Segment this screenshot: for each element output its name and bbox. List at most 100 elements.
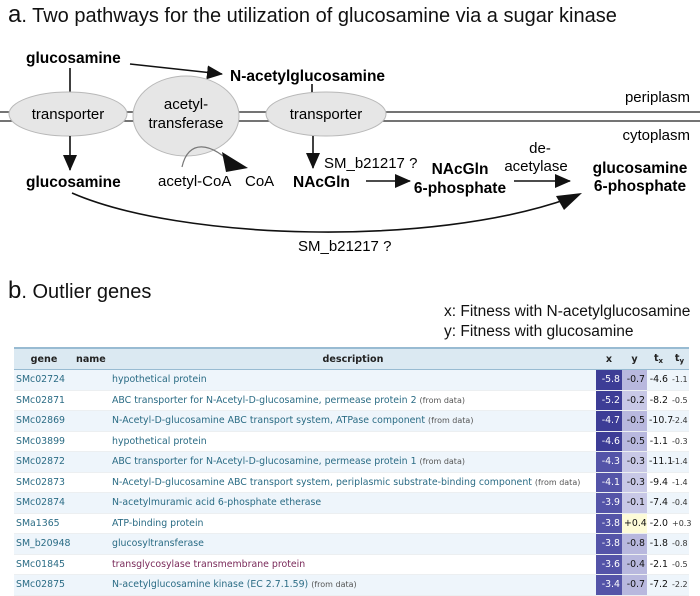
long-arrowhead <box>556 193 582 210</box>
header-description[interactable]: description <box>110 347 596 370</box>
header-gene[interactable]: gene <box>14 347 74 370</box>
description-link[interactable]: glucosyltransferase <box>112 538 204 550</box>
gene-link[interactable]: SMc02724 <box>16 374 66 386</box>
gene-link[interactable]: SM_b20948 <box>16 538 71 550</box>
name-cell <box>74 390 110 411</box>
x-fitness-cell[interactable]: -3.8 <box>596 533 622 555</box>
label-sm-b21217-upper: SM_b21217 ? <box>324 155 417 172</box>
from-data-note: (from data) <box>419 395 465 405</box>
x-fitness-cell[interactable]: -3.4 <box>596 574 622 596</box>
gene-link[interactable]: SMc01845 <box>16 558 66 570</box>
table-row: SMc02875 N-acetylglucosamine kinase (EC 2… <box>14 574 689 596</box>
x-fitness-cell[interactable]: -5.2 <box>596 390 622 411</box>
x-fitness-cell[interactable]: -3.9 <box>596 492 622 514</box>
tx-cell: -4.6 <box>647 369 670 391</box>
header-name[interactable]: name <box>74 347 110 370</box>
x-fitness-cell[interactable]: -4.3 <box>596 451 622 473</box>
y-fitness-cell[interactable]: -0.5 <box>622 410 647 432</box>
name-cell <box>74 513 110 534</box>
y-fitness-cell[interactable]: -0.3 <box>622 472 647 493</box>
tx-cell: -1.8 <box>647 533 670 555</box>
gene-link[interactable]: SMa1365 <box>16 517 60 529</box>
gene-link[interactable]: SMc02869 <box>16 415 66 427</box>
gene-cell: SMc02875 <box>14 574 74 596</box>
label-glucosamine-bottom: glucosamine <box>26 174 121 191</box>
label-acetylase: acetylase <box>504 158 567 175</box>
description-link[interactable]: N-Acetyl-D-glucosamine ABC transport sys… <box>112 415 426 427</box>
gene-cell: SMc02874 <box>14 492 74 514</box>
x-fitness-cell[interactable]: -5.8 <box>596 369 622 391</box>
x-fitness-cell[interactable]: -3.6 <box>596 554 622 575</box>
gene-cell: SMc03899 <box>14 431 74 452</box>
gene-link[interactable]: SMc03899 <box>16 435 66 447</box>
x-fitness-cell[interactable]: -4.1 <box>596 472 622 493</box>
description-link[interactable]: hypothetical protein <box>112 374 207 386</box>
description-link[interactable]: N-acetylmuramic acid 6-phosphate etheras… <box>112 497 322 509</box>
y-fitness-cell[interactable]: -0.8 <box>622 533 647 555</box>
description-link[interactable]: ATP-binding protein <box>112 517 204 529</box>
y-fitness-cell[interactable]: -0.2 <box>622 390 647 411</box>
description-link[interactable]: transglycosylase transmembrane protein <box>112 558 306 570</box>
description-link[interactable]: N-Acetyl-D-glucosamine ABC transport sys… <box>112 476 532 488</box>
xy-legend: x: Fitness with N-acetylglucosamine y: F… <box>444 302 690 342</box>
tx-cell: -7.2 <box>647 574 670 596</box>
y-fitness-cell[interactable]: -0.3 <box>622 451 647 473</box>
pathway-diagram: glucosamine N-acetylglucosamine transpor… <box>0 50 700 255</box>
name-cell <box>74 574 110 596</box>
ty-cell: -0.3 <box>670 431 689 452</box>
x-legend: x: Fitness with N-acetylglucosamine <box>444 303 691 320</box>
panel-a-title: a. Two pathways for the utilization of g… <box>8 1 617 29</box>
ty-cell: -1.4 <box>670 451 689 473</box>
from-data-note: (from data) <box>419 457 465 467</box>
y-fitness-cell[interactable]: +0.4 <box>622 513 647 534</box>
header-y[interactable]: y <box>622 347 647 370</box>
gene-link[interactable]: SMc02872 <box>16 456 66 468</box>
description-link[interactable]: hypothetical protein <box>112 435 207 447</box>
x-fitness-cell[interactable]: -4.6 <box>596 431 622 452</box>
y-fitness-cell[interactable]: -0.7 <box>622 369 647 391</box>
name-cell <box>74 492 110 514</box>
name-cell <box>74 369 110 391</box>
panel-b-letter: b <box>8 277 22 304</box>
gene-link[interactable]: SMc02873 <box>16 476 66 488</box>
gene-link[interactable]: SMc02871 <box>16 394 66 406</box>
table-row: SMc01845 transglycosylase transmembrane p… <box>14 554 689 575</box>
y-fitness-cell[interactable]: -0.1 <box>622 492 647 514</box>
label-nacetylglucosamine: N-acetylglucosamine <box>230 68 385 85</box>
y-fitness-cell[interactable]: -0.5 <box>622 431 647 452</box>
gene-link[interactable]: SMc02874 <box>16 497 66 509</box>
transporter-left-shape <box>8 91 128 137</box>
description-link[interactable]: ABC transporter for N-Acetyl-D-glucosami… <box>112 394 417 406</box>
tx-cell: -8.2 <box>647 390 670 411</box>
panel-a-letter: a <box>8 1 22 28</box>
header-ty-base: t <box>674 353 680 364</box>
outlier-genes-table: gene name description x y tx ty SMc02724… <box>14 347 691 596</box>
gene-cell: SM_b20948 <box>14 533 74 555</box>
ty-cell: -1.1 <box>670 369 689 391</box>
header-x[interactable]: x <box>596 347 622 370</box>
x-fitness-cell[interactable]: -4.7 <box>596 410 622 432</box>
ty-cell: -0.5 <box>670 390 689 411</box>
header-ty[interactable]: ty <box>670 347 689 370</box>
table-row: SMc02869 N-Acetyl-D-glucosamine ABC trans… <box>14 410 689 432</box>
header-tx[interactable]: tx <box>647 347 670 370</box>
description-cell: N-Acetyl-D-glucosamine ABC transport sys… <box>110 410 596 432</box>
panel-b-title: b. Outlier genes <box>8 277 151 305</box>
gene-cell: SMc02724 <box>14 369 74 391</box>
description-cell: ABC transporter for N-Acetyl-D-glucosami… <box>110 390 596 411</box>
gene-link[interactable]: SMc02875 <box>16 579 66 591</box>
header-ty-sub: y <box>679 357 685 365</box>
description-link[interactable]: N-acetylglucosamine kinase (EC 2.7.1.59) <box>112 579 309 591</box>
gene-cell: SMa1365 <box>14 513 74 534</box>
y-fitness-cell[interactable]: -0.4 <box>622 554 647 575</box>
ty-cell: -2.4 <box>670 410 689 432</box>
description-link[interactable]: ABC transporter for N-Acetyl-D-glucosami… <box>112 456 417 468</box>
y-fitness-cell[interactable]: -0.7 <box>622 574 647 596</box>
x-fitness-cell[interactable]: -3.8 <box>596 513 622 534</box>
gene-cell: SMc01845 <box>14 554 74 575</box>
coa-arrowhead <box>222 152 248 172</box>
from-data-note: (from data) <box>311 580 357 590</box>
label-transporter-left: transporter <box>32 106 105 123</box>
label-coa: CoA <box>245 173 274 190</box>
